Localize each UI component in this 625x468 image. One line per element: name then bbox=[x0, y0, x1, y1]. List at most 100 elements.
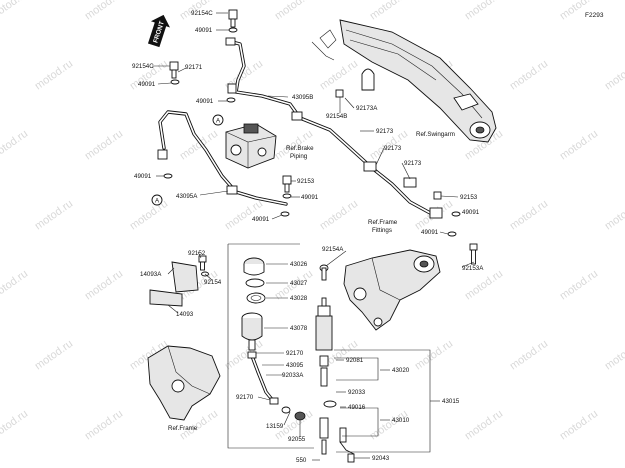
callout-92173-a: 92173 bbox=[376, 128, 394, 135]
watermark-text: motod.ru bbox=[83, 408, 125, 443]
hose-clamps bbox=[157, 37, 443, 219]
watermark-text: motod.ru bbox=[0, 0, 30, 22]
reservoir-bracket-14093 bbox=[149, 261, 199, 307]
front-direction-badge: FRONT bbox=[147, 14, 170, 48]
callout-13159: 13159 bbox=[266, 423, 284, 430]
callout-49091-top: 49091 bbox=[195, 27, 213, 34]
watermark-text: motod.ru bbox=[603, 58, 625, 93]
marker-a-lower: A bbox=[151, 194, 163, 206]
footrest-bracket bbox=[343, 249, 441, 331]
watermark-text: motod.ru bbox=[558, 128, 600, 163]
watermark-text: motod.ru bbox=[413, 338, 455, 373]
ref-brake-piping-line2: Piping bbox=[290, 153, 308, 160]
watermark-text: motod.ru bbox=[0, 268, 30, 303]
callout-92153-right: 92153 bbox=[460, 194, 478, 201]
master-cylinder-43015 bbox=[315, 264, 355, 463]
callout-49091-right2: 49091 bbox=[421, 229, 439, 236]
callout-43095B: 43095B bbox=[292, 94, 313, 101]
svg-text:A: A bbox=[155, 198, 160, 205]
watermark-text: motod.ru bbox=[83, 128, 125, 163]
watermark-text: motod.ru bbox=[508, 198, 550, 233]
callout-43095: 43095 bbox=[286, 362, 304, 369]
callout-49091-mid3: 49091 bbox=[252, 216, 270, 223]
figure-id: F2293 bbox=[585, 12, 604, 19]
watermark-text: motod.ru bbox=[368, 408, 410, 443]
brake-hose-43095A bbox=[158, 110, 288, 206]
diaphragm-43028 bbox=[246, 292, 266, 304]
callout-43078: 43078 bbox=[290, 325, 308, 332]
callout-92171: 92171 bbox=[185, 64, 203, 71]
watermark-text: motod.ru bbox=[128, 198, 170, 233]
callout-49091-mid2: 49091 bbox=[301, 194, 319, 201]
callout-14093A: 14093A bbox=[140, 271, 162, 278]
watermark-text: motod.ru bbox=[178, 128, 220, 163]
ref-frame-fittings-line1: Ref.Frame bbox=[368, 219, 398, 226]
watermark-text: motod.ru bbox=[558, 408, 600, 443]
callout-92154B: 92154B bbox=[326, 113, 347, 120]
watermark-text: motod.ru bbox=[33, 198, 75, 233]
callout-43095A: 43095A bbox=[176, 193, 198, 200]
brake-hose-43095B bbox=[230, 40, 434, 216]
ref-brake-piping-line1: Ref.Brake bbox=[286, 145, 314, 152]
watermark-text: motod.ru bbox=[463, 0, 505, 22]
callout-92153A: 92153A bbox=[462, 265, 484, 272]
callout-49091-right1: 49091 bbox=[462, 209, 480, 216]
watermark-text: motod.ru bbox=[318, 58, 360, 93]
callout-92055: 92055 bbox=[288, 436, 306, 443]
watermark-text: motod.ru bbox=[273, 0, 315, 22]
marker-a-upper: A bbox=[212, 114, 224, 126]
bolt-92153A bbox=[469, 243, 478, 265]
watermark-text: motod.ru bbox=[33, 338, 75, 373]
bolts-92152-92154 bbox=[198, 255, 209, 277]
callout-92081: 92081 bbox=[346, 357, 364, 364]
callout-92033A: 92033A bbox=[282, 372, 304, 379]
watermark-text: motod.ru bbox=[463, 268, 505, 303]
callout-labels: 92154C 49091 92154C 92171 49091 49091 43… bbox=[132, 10, 484, 464]
callout-92170-a: 92170 bbox=[286, 350, 304, 357]
watermark-text: motod.ru bbox=[508, 338, 550, 373]
ref-frame-fittings-line2: Fittings bbox=[372, 227, 392, 234]
svg-text:A: A bbox=[216, 118, 221, 125]
watermark-text: motod.ru bbox=[33, 58, 75, 93]
reference-labels: Ref.Brake Piping Ref.Swingarm Ref.Frame … bbox=[168, 131, 455, 432]
callout-92033: 92033 bbox=[348, 389, 366, 396]
callout-14093: 14093 bbox=[176, 311, 194, 318]
callout-92170-b: 92170 bbox=[236, 394, 254, 401]
watermark-text: motod.ru bbox=[603, 338, 625, 373]
watermark-text: motod.ru bbox=[463, 408, 505, 443]
watermark-text: motod.ru bbox=[318, 198, 360, 233]
callout-92043: 92043 bbox=[372, 455, 390, 462]
abs-unit bbox=[225, 123, 277, 169]
callout-92173A: 92173A bbox=[356, 105, 378, 112]
callout-92153-mid: 92153 bbox=[297, 178, 315, 185]
watermark-text: motod.ru bbox=[558, 268, 600, 303]
callout-49091-left1: 49091 bbox=[138, 81, 156, 88]
watermark-text: motod.ru bbox=[83, 0, 125, 22]
callout-43027: 43027 bbox=[290, 280, 308, 287]
callout-92154C-left: 92154C bbox=[132, 63, 154, 70]
callout-43020: 43020 bbox=[392, 367, 410, 374]
callout-92173-b: 92173 bbox=[384, 145, 402, 152]
callout-92154C-top: 92154C bbox=[191, 10, 213, 17]
reservoir-hose-43095 bbox=[247, 351, 306, 421]
watermark-text: motod.ru bbox=[0, 408, 30, 443]
watermark-text: motod.ru bbox=[603, 198, 625, 233]
callout-43026: 43026 bbox=[290, 261, 308, 268]
swingarm-drawing bbox=[311, 19, 497, 143]
callout-92152: 92152 bbox=[188, 250, 206, 257]
ref-frame: Ref.Frame bbox=[168, 425, 198, 432]
reservoir-cap-43026 bbox=[243, 257, 265, 276]
callout-43015: 43015 bbox=[442, 398, 460, 405]
callout-92154A: 92154A bbox=[322, 246, 344, 253]
callout-49091-mid: 49091 bbox=[196, 98, 214, 105]
watermark-text: motod.ru bbox=[508, 58, 550, 93]
callout-43028: 43028 bbox=[290, 295, 308, 302]
watermark-text: motod.ru bbox=[368, 0, 410, 22]
reservoir-43078 bbox=[241, 312, 263, 351]
watermark-text: motod.ru bbox=[0, 128, 30, 163]
ref-swingarm: Ref.Swingarm bbox=[416, 131, 455, 138]
callout-92154: 92154 bbox=[204, 279, 222, 286]
diaphragm-plate-43027 bbox=[245, 278, 265, 288]
